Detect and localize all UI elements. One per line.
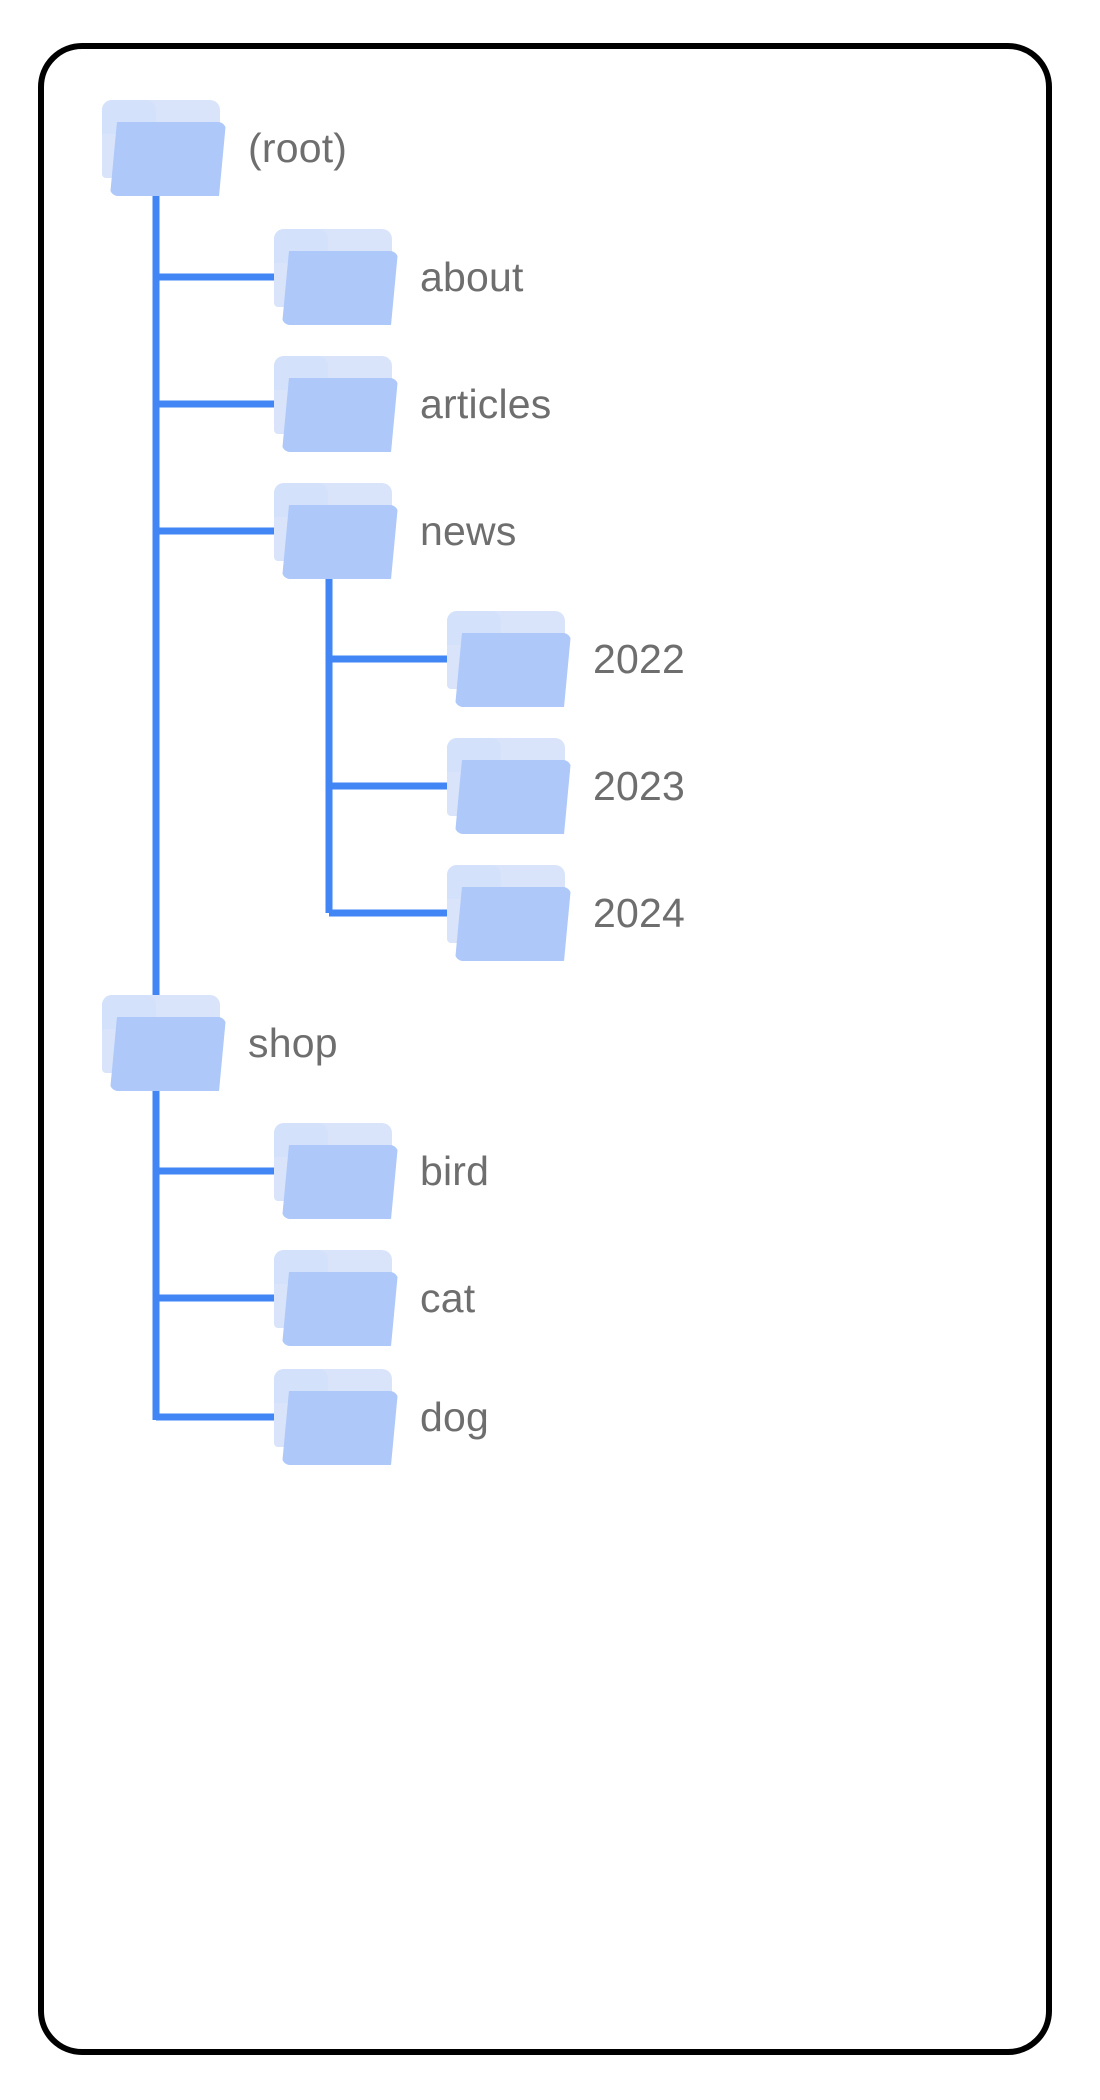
tree-node-label: 2023: [593, 762, 686, 809]
folder-icon: [272, 1365, 402, 1469]
tree-node-label: bird: [420, 1147, 490, 1194]
folder-icon: [272, 1246, 402, 1350]
tree-node-label: cat: [420, 1274, 476, 1321]
tree-node-label: shop: [248, 1019, 338, 1066]
tree-node-news[interactable]: news: [272, 479, 517, 583]
folder-icon: [272, 352, 402, 456]
tree-node-label: articles: [420, 380, 552, 427]
folder-icon: [100, 991, 230, 1095]
tree-node-label: (root): [248, 124, 348, 171]
tree-node-label: 2022: [593, 635, 686, 682]
tree-node-label: about: [420, 253, 524, 300]
folder-icon: [445, 607, 575, 711]
tree-node-label: dog: [420, 1393, 490, 1440]
tree-node-2023[interactable]: 2023: [445, 734, 685, 838]
folder-icon: [445, 734, 575, 838]
tree-node-dog[interactable]: dog: [272, 1365, 489, 1469]
tree-node-shop[interactable]: shop: [100, 991, 338, 1095]
folder-icon: [445, 861, 575, 965]
tree-node-label: 2024: [593, 889, 686, 936]
folder-icon: [272, 1119, 402, 1223]
folder-icon: [100, 96, 230, 200]
tree-node-articles[interactable]: articles: [272, 352, 551, 456]
tree-node-bird[interactable]: bird: [272, 1119, 489, 1223]
tree-node-about[interactable]: about: [272, 225, 524, 329]
tree-node-label: news: [420, 507, 517, 554]
tree-node-2024[interactable]: 2024: [445, 861, 685, 965]
tree-node-2022[interactable]: 2022: [445, 607, 685, 711]
folder-icon: [272, 479, 402, 583]
tree-node-root[interactable]: (root): [100, 96, 347, 200]
tree-node-cat[interactable]: cat: [272, 1246, 475, 1350]
folder-icon: [272, 225, 402, 329]
